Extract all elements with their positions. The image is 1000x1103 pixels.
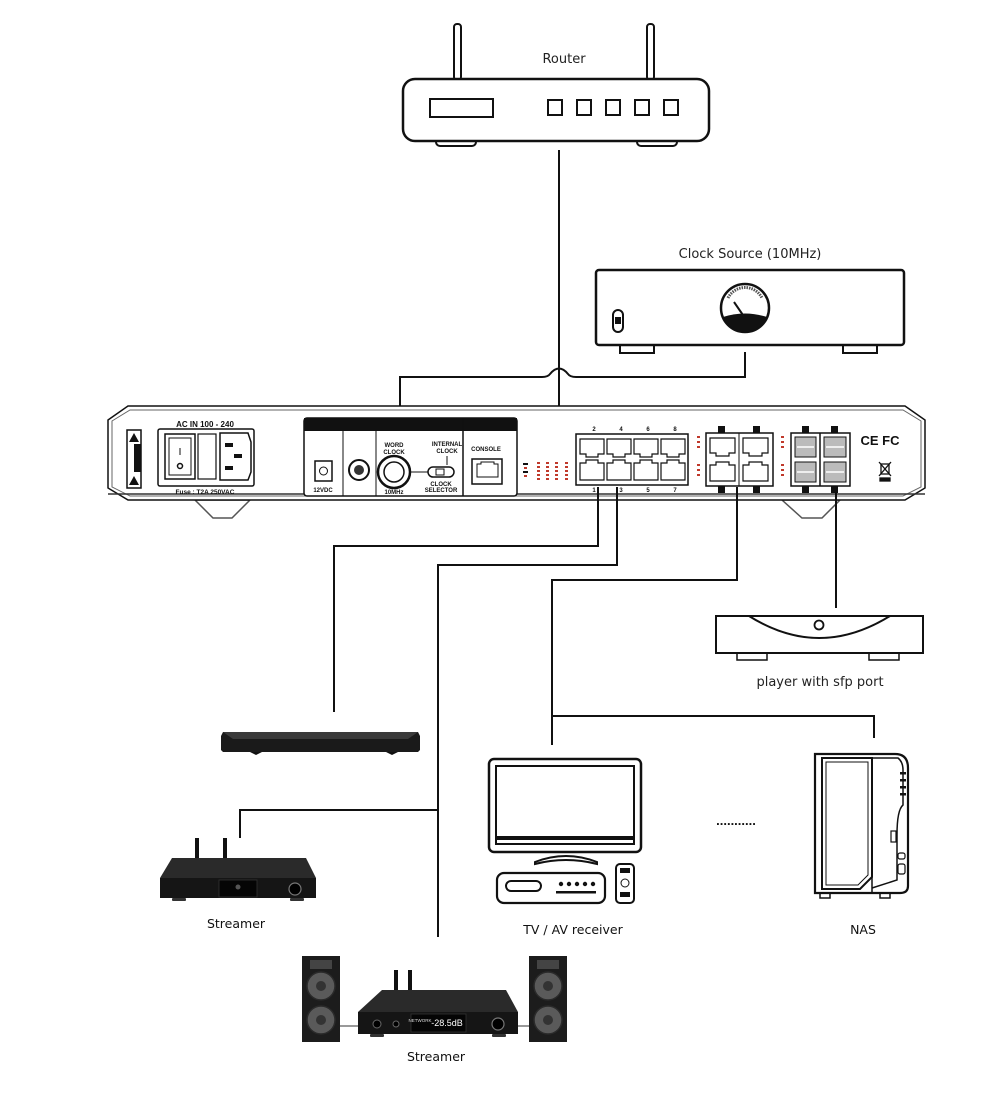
certification-marks: CE FC <box>861 433 901 448</box>
port-leds <box>697 436 784 476</box>
cable-port10-tv <box>551 487 738 745</box>
router-label: Router <box>542 52 586 67</box>
port-number-top: 2 <box>592 427 596 433</box>
ethernet-port-2[interactable] <box>579 438 605 458</box>
bnc-frequency-label: 10MHz <box>384 490 403 496</box>
streamer-2-system: NETWORK -28.5dB Streamer <box>302 956 567 1064</box>
warning-label-icon <box>126 429 142 489</box>
ethernet-port-4[interactable] <box>606 438 632 458</box>
router-display <box>429 98 494 118</box>
ethernet-port-1[interactable] <box>579 459 605 481</box>
player-button-icon <box>813 619 825 631</box>
clock-source-label: Clock Source (10MHz) <box>679 247 822 262</box>
cables-lower <box>239 487 875 937</box>
ethernet-port-6[interactable] <box>633 438 659 458</box>
cable-port3-streamer2 <box>437 487 618 937</box>
fuse-holder <box>197 433 217 480</box>
internal-clock-label-2: CLOCK <box>436 449 458 455</box>
dc-label: 12VDC <box>313 488 333 494</box>
network-switch: AC IN 100 - 240 Fuse : T2A 250VAC 12VDC … <box>107 405 926 519</box>
streamer-2-label: Streamer <box>407 1049 466 1064</box>
player-sfp-device: player with sfp port <box>715 615 924 690</box>
word-clock-label-2: CLOCK <box>383 450 405 456</box>
cable-port1-device <box>333 487 599 712</box>
streamer-antenna <box>195 838 199 862</box>
router-device: Router <box>401 23 711 147</box>
weee-bin-icon <box>878 461 892 482</box>
ethernet-port-3[interactable] <box>606 459 632 481</box>
ethernet-port-5[interactable] <box>633 459 659 481</box>
ethernet-port-block-2 <box>705 426 774 493</box>
ethernet-port-8[interactable] <box>660 438 686 458</box>
tv-av-device: TV / AV receiver <box>487 757 643 937</box>
port-number-top: 6 <box>646 427 650 433</box>
ethernet-port-11[interactable] <box>742 437 769 457</box>
streamer-2-display <box>410 1013 467 1033</box>
router-antenna-left <box>453 23 462 81</box>
clock-selector-label-1: CLOCK <box>430 482 452 488</box>
cable-clock-wordclock <box>399 352 746 466</box>
ac-in-label: AC IN 100 - 240 <box>176 420 234 429</box>
headphone-jack <box>372 1019 382 1029</box>
ethernet-ports <box>579 438 686 481</box>
port-number-top: 4 <box>619 427 623 433</box>
switch-foot-left <box>193 499 252 519</box>
streamer-antenna <box>223 838 227 862</box>
switch-foot-right <box>780 499 842 519</box>
sfp-port-block <box>790 426 851 493</box>
dc-power-jack[interactable] <box>314 460 333 482</box>
tv-stand <box>534 855 598 866</box>
tv-screen <box>495 765 635 845</box>
streamer-antenna <box>408 970 412 995</box>
status-leds <box>523 462 568 480</box>
streamer-2-volume-knob <box>491 1017 505 1031</box>
fuse-label: Fuse : T2A 250VAC <box>176 489 235 496</box>
word-clock-label-1: WORD <box>385 443 405 449</box>
display-source: NETWORK <box>409 1018 432 1023</box>
streamer-volume-knob <box>288 882 302 896</box>
port-number-bottom: 5 <box>646 488 650 494</box>
router-antenna-right <box>646 23 655 81</box>
ethernet-port-12[interactable] <box>742 461 769 482</box>
nas-label: NAS <box>850 922 876 937</box>
port-number-bottom: 1 <box>592 488 596 494</box>
display-volume: -28.5dB <box>431 1018 463 1028</box>
router-ports <box>547 99 679 116</box>
speaker-left <box>302 956 340 1042</box>
port-number-top: 8 <box>673 427 677 433</box>
port-number-bottom: 3 <box>619 488 623 494</box>
port-number-bottom: 7 <box>673 488 677 494</box>
nas-device: NAS <box>813 752 910 937</box>
clock-vu-meter-icon <box>719 282 771 334</box>
ethernet-port-7[interactable] <box>660 459 686 481</box>
streamer-1-label: Streamer <box>207 916 266 931</box>
ethernet-port-9[interactable] <box>709 437 736 457</box>
cable-nas <box>552 715 875 738</box>
slim-black-device <box>221 732 420 755</box>
streamer-antenna <box>394 970 398 995</box>
console-label: CONSOLE <box>471 447 501 453</box>
player-sfp-label: player with sfp port <box>756 675 883 690</box>
speaker-right <box>529 956 567 1042</box>
tv-av-label: TV / AV receiver <box>522 922 623 937</box>
more-devices-ellipsis: ........... <box>716 813 756 828</box>
ethernet-port-10[interactable] <box>709 461 736 482</box>
internal-clock-label-1: INTERNAL <box>432 442 463 448</box>
clock-selector-label-2: SELECTOR <box>425 488 458 494</box>
cable-streamer1 <box>239 809 438 838</box>
clock-source-device: Clock Source (10MHz) <box>594 247 906 354</box>
streamer-1-device: Streamer <box>160 838 316 931</box>
